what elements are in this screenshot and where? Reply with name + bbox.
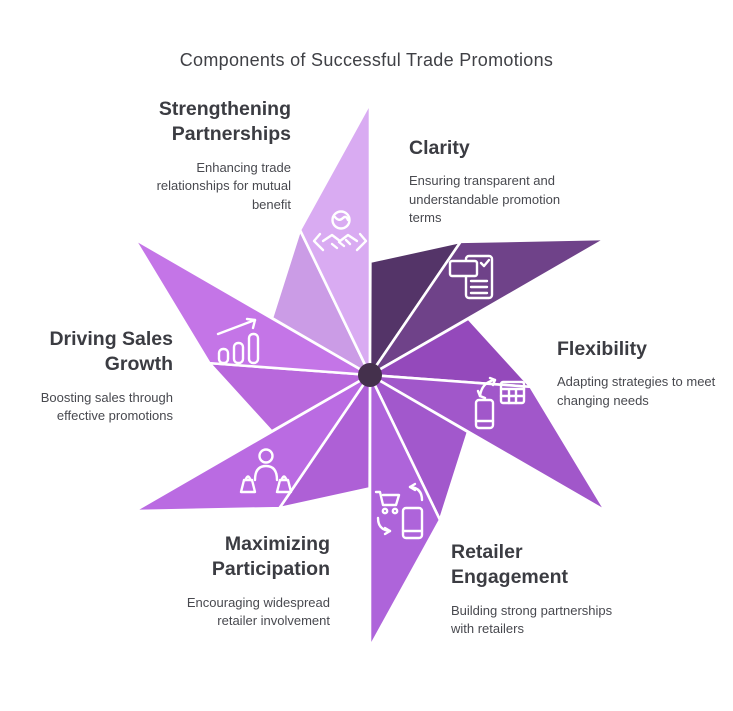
segment-description: Ensuring transparent and understandable … <box>409 173 561 226</box>
blade-strengthening-partnerships <box>270 101 372 377</box>
diagram-title: Components of Successful Trade Promotion… <box>179 50 554 70</box>
device-swap-icon <box>468 374 528 434</box>
segment-strengthening-partnerships-text: Strengthening Partnerships Enhancing tra… <box>116 97 291 214</box>
growth-chart-icon <box>210 316 270 376</box>
segment-clarity-text: Clarity Ensuring transparent and underst… <box>409 136 594 228</box>
segment-title: Maximizing Participation <box>211 533 330 581</box>
shopper-person-icon <box>236 444 296 504</box>
segment-driving-sales-growth-text: Driving Sales Growth Boosting sales thro… <box>28 327 173 426</box>
blade-tip-half <box>368 373 442 649</box>
segment-description: Adapting strategies to meet changing nee… <box>557 374 716 408</box>
blade-tip-half <box>368 373 607 513</box>
segment-title: Clarity <box>409 137 470 159</box>
cart-phone-sync-icon <box>370 482 430 542</box>
segment-title: Flexibility <box>557 338 647 360</box>
segment-description: Building strong partnerships with retail… <box>451 602 613 637</box>
blade-tip-half <box>368 237 607 377</box>
blade-driving-sales-growth <box>133 237 372 433</box>
segment-title: Strengthening Partnerships <box>158 98 291 146</box>
blade-tip-half <box>298 101 372 377</box>
blade-flexibility <box>368 317 607 513</box>
blade-clarity <box>368 237 607 377</box>
blade-retailer-engagement <box>368 373 470 649</box>
segment-retailer-engagement-text: Retailer Engagement Building strong part… <box>451 540 641 639</box>
checklist-document-icon <box>444 248 504 308</box>
segment-title: Driving Sales Growth <box>49 328 173 376</box>
segment-maximizing-participation-text: Maximizing Participation Encouraging wid… <box>135 532 330 631</box>
handshake-globe-icon <box>310 208 370 268</box>
segment-flexibility-text: Flexibility Adapting strategies to meet … <box>557 337 722 410</box>
segment-description: Enhancing trade relationships for mutual… <box>156 159 291 212</box>
segment-description: Boosting sales through effective promoti… <box>40 389 173 424</box>
center-hub <box>358 363 382 387</box>
segment-description: Encouraging widespread retailer involvem… <box>186 594 330 629</box>
segment-title: Retailer Engagement <box>451 541 569 589</box>
blade-tip-half <box>133 237 372 377</box>
